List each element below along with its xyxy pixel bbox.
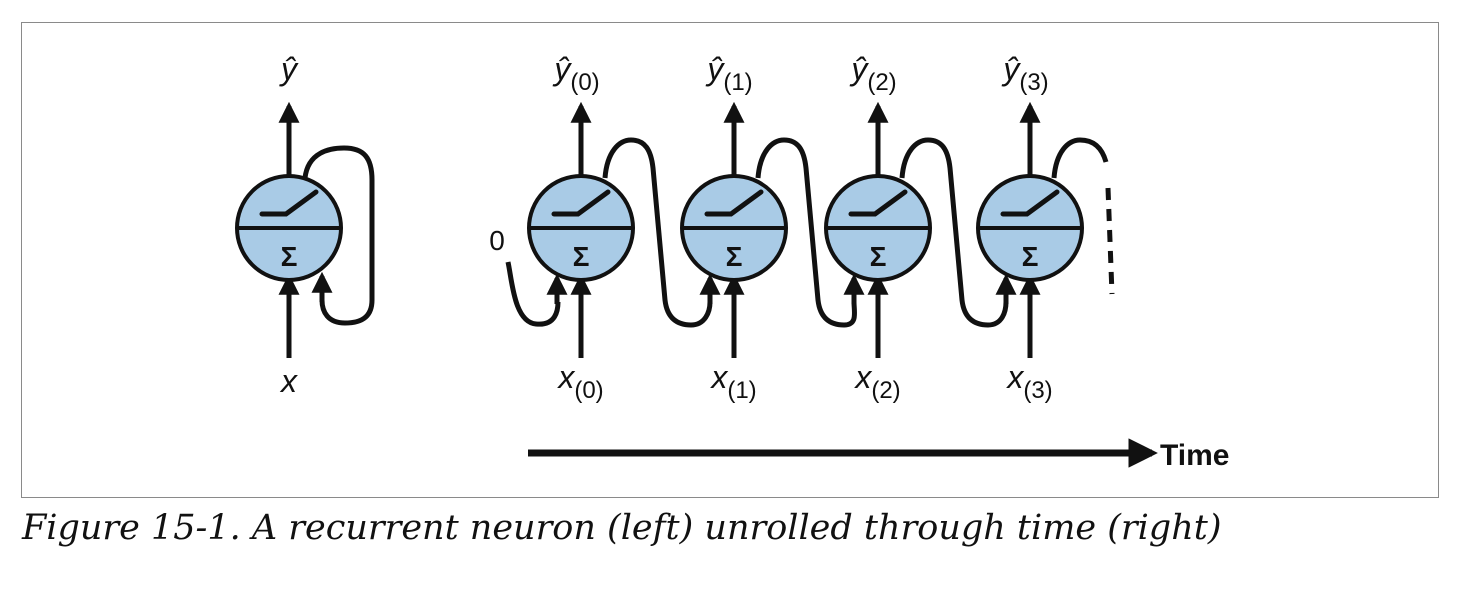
activation-icon	[259, 189, 319, 217]
initial-state-label: 0	[489, 225, 505, 256]
output-label-main-0: ŷ	[552, 51, 572, 87]
activation-icon-3	[1000, 189, 1060, 217]
feedback-loop	[302, 145, 375, 326]
activation-icon-2	[848, 189, 908, 217]
input-label-main-0: x	[556, 359, 575, 395]
sum-symbol-1: Σ	[726, 241, 743, 272]
state-connection-1	[602, 137, 713, 328]
recurrent-neuron: Σ ŷ x	[235, 51, 375, 399]
unrolled-neuron-3: Σŷ(3)x(3)	[899, 51, 1109, 404]
input-label-3: x(3)	[1005, 359, 1052, 404]
sum-symbol-2: Σ	[870, 241, 887, 272]
input-label-sub-1: (1)	[727, 377, 756, 404]
sum-symbol-0: Σ	[573, 241, 590, 272]
time-axis: Time	[528, 438, 1229, 472]
input-label-sub-3: (3)	[1023, 377, 1052, 404]
output-label-main-3: ŷ	[1001, 51, 1021, 87]
input-label-1: x(1)	[709, 359, 756, 404]
input-label-0: x(0)	[556, 359, 603, 404]
state-connection-2	[755, 137, 858, 328]
sum-symbol-3: Σ	[1022, 241, 1039, 272]
output-label-1: ŷ(1)	[705, 51, 752, 96]
input-label: x	[279, 363, 298, 399]
state-connection-3	[899, 137, 1009, 328]
input-label-sub-2: (2)	[871, 377, 900, 404]
input-label-main-3: x	[1005, 359, 1024, 395]
activation-icon-1	[704, 189, 764, 217]
input-label-sub-0: (0)	[574, 377, 603, 404]
state-connection-0	[505, 261, 561, 327]
sum-symbol: Σ	[281, 241, 298, 272]
unrolled-neuron-1: Σŷ(1)x(1)	[602, 51, 788, 404]
unrolled-neuron-2: Σŷ(2)x(2)	[755, 51, 932, 404]
figure-caption: Figure 15-1. A recurrent neuron (left) u…	[22, 508, 1222, 548]
unrolled-network: Σŷ(0)x(0)Σŷ(1)x(1)Σŷ(2)x(2)Σŷ(3)x(3)	[505, 51, 1109, 404]
figure-frame	[21, 22, 1439, 498]
output-label-sub-3: (3)	[1019, 69, 1048, 96]
input-label-main-1: x	[709, 359, 728, 395]
input-label-2: x(2)	[853, 359, 900, 404]
time-label: Time	[1160, 439, 1229, 472]
output-label-sub-1: (1)	[723, 69, 752, 96]
continuation-dashes	[1105, 187, 1115, 295]
state-out-stub	[1051, 137, 1109, 179]
output-label: ŷ	[279, 51, 299, 87]
output-label-sub-2: (2)	[867, 69, 896, 96]
output-label-sub-0: (0)	[570, 69, 599, 96]
output-label-0: ŷ(0)	[552, 51, 599, 96]
output-label-3: ŷ(3)	[1001, 51, 1048, 96]
input-label-main-2: x	[853, 359, 872, 395]
unrolled-neuron-0: Σŷ(0)x(0)	[505, 51, 635, 404]
output-label-main-1: ŷ	[705, 51, 725, 87]
output-label-2: ŷ(2)	[849, 51, 896, 96]
activation-icon-0	[551, 189, 611, 217]
output-label-main-2: ŷ	[849, 51, 869, 87]
